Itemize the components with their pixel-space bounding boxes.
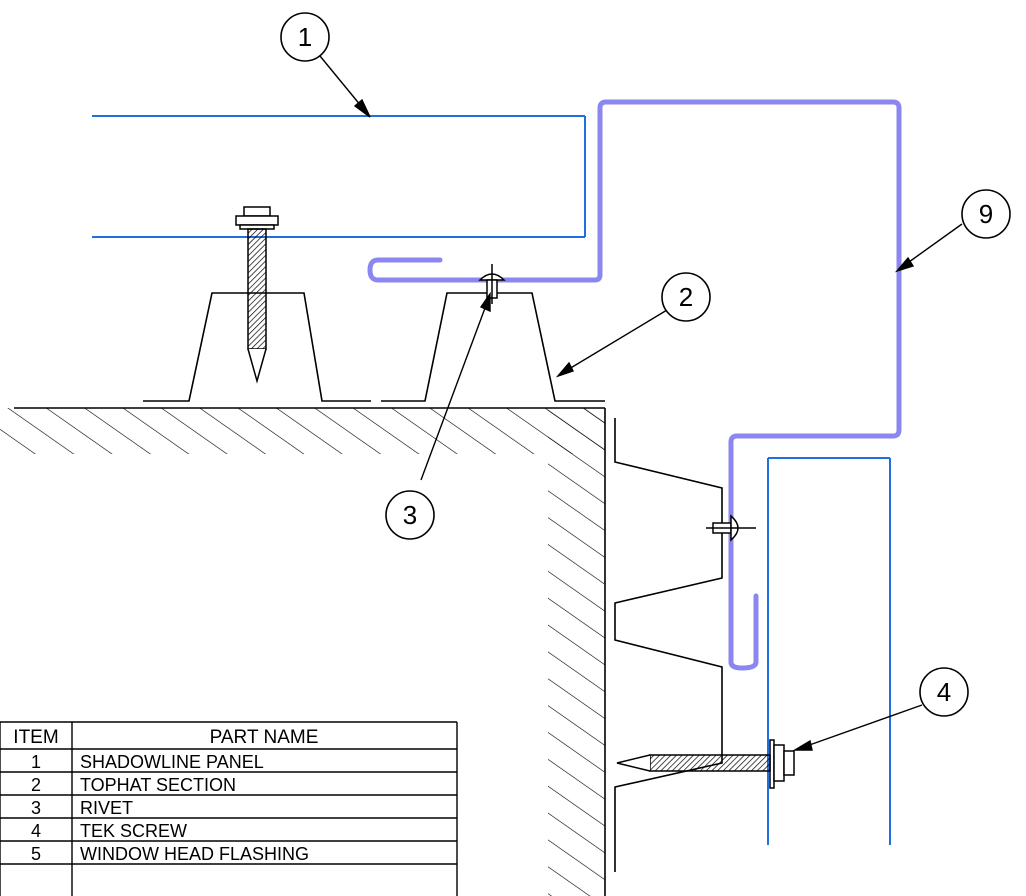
table-cell-item: 4 bbox=[31, 821, 41, 841]
table-cell-name: SHADOWLINE PANEL bbox=[80, 752, 264, 772]
table-cell-name: TEK SCREW bbox=[80, 821, 187, 841]
vertical-tophat-section bbox=[614, 418, 723, 872]
table-cell-name: TOPHAT SECTION bbox=[80, 775, 236, 795]
shadowline-panel bbox=[92, 115, 586, 238]
tek-screw-top bbox=[235, 206, 279, 384]
svg-text:2: 2 bbox=[679, 282, 693, 312]
parts-table: ITEM PART NAME 1 SHADOWLINE PANEL 2 TOPH… bbox=[0, 721, 458, 896]
table-cell-name: WINDOW HEAD FLASHING bbox=[80, 844, 309, 864]
callout-1: 1 bbox=[280, 12, 330, 62]
svg-text:1: 1 bbox=[298, 22, 312, 52]
rivet-top bbox=[478, 264, 506, 304]
svg-text:9: 9 bbox=[979, 199, 993, 229]
tophat-section bbox=[143, 292, 605, 402]
table-cell-item: 3 bbox=[31, 798, 41, 818]
table-cell-item: 1 bbox=[31, 752, 41, 772]
svg-text:3: 3 bbox=[403, 500, 417, 530]
table-header-item: ITEM bbox=[13, 727, 58, 748]
wall-panel bbox=[767, 457, 891, 845]
table-cell-item: 2 bbox=[31, 775, 41, 795]
leader-lines bbox=[319, 55, 963, 751]
table-cell-name: RIVET bbox=[80, 798, 133, 818]
callout-9: 9 bbox=[961, 189, 1011, 239]
tek-screw-side bbox=[616, 739, 795, 789]
svg-text:4: 4 bbox=[937, 677, 951, 707]
callout-3: 3 bbox=[385, 490, 435, 540]
callout-4: 4 bbox=[919, 667, 969, 717]
table-header-part-name: PART NAME bbox=[210, 727, 319, 748]
window-head-flashing bbox=[367, 99, 902, 671]
table-cell-item: 5 bbox=[31, 844, 41, 864]
rivet-side bbox=[706, 514, 756, 542]
substrate-hatching bbox=[0, 407, 606, 896]
callout-2: 2 bbox=[661, 272, 711, 322]
